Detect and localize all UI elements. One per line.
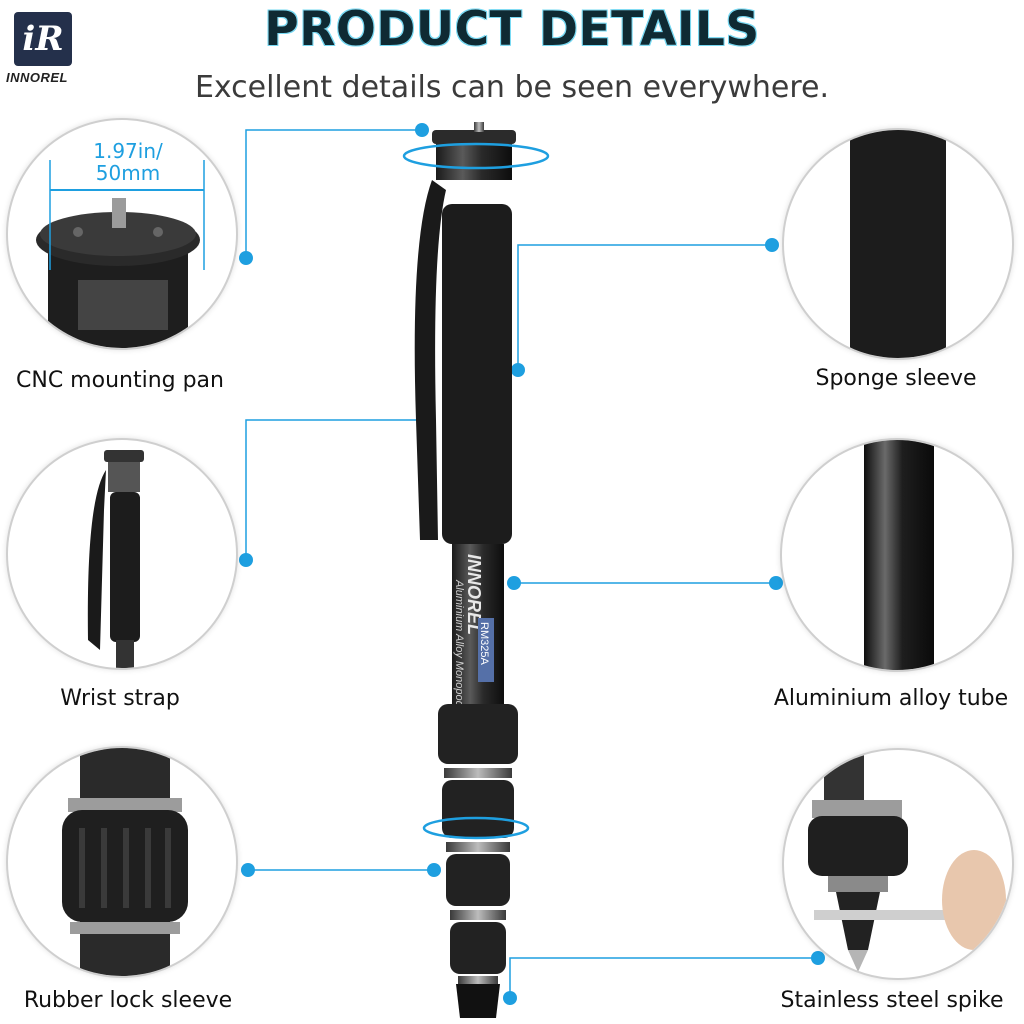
label-wrist-strap: Wrist strap [60, 686, 180, 711]
connector-dot [507, 576, 521, 590]
connector-dot [765, 238, 779, 252]
connector-dot [503, 991, 517, 1005]
mounting-pan-dimension: 1.97in/ 50mm [93, 139, 163, 185]
brand-name: INNOREL [6, 70, 68, 85]
brand-logo: iR [14, 12, 72, 66]
connector-wrist [245, 419, 428, 560]
detail-circle-stainless-steel-spike [782, 748, 1014, 980]
connector-dot [769, 576, 783, 590]
page-title: PRODUCT DETAILS [264, 2, 760, 57]
detail-circle-sponge-sleeve [782, 128, 1014, 360]
connector-sponge [517, 244, 772, 370]
detail-circle-rubber-lock-sleeve [6, 746, 238, 978]
connector-spike [509, 957, 818, 998]
connector-dot [511, 363, 525, 377]
label-cnc-mounting-pan: CNC mounting pan [16, 368, 224, 393]
connector-dot [427, 863, 441, 877]
label-sponge-sleeve: Sponge sleeve [815, 366, 977, 391]
monopod-tagline-print: Aluminium Alloy Monopod [453, 579, 465, 708]
connector-dot [415, 123, 429, 137]
detail-circle-aluminium-alloy-tube [780, 438, 1014, 672]
monopod-model-print: RM325A [478, 622, 490, 665]
connector-dot [239, 251, 253, 265]
label-stainless-steel-spike: Stainless steel spike [780, 988, 1004, 1013]
label-rubber-lock-sleeve: Rubber lock sleeve [23, 988, 233, 1013]
monopod-brand-print: INNOREL [464, 554, 484, 635]
connector-dot [241, 863, 255, 877]
brand-logo-mark: iR [22, 19, 64, 59]
detail-circle-wrist-strap [6, 438, 238, 670]
monopod-image: INNOREL Aluminium Alloy Monopod RM325A [402, 122, 550, 1018]
page-subtitle: Excellent details can be seen everywhere… [194, 70, 830, 105]
connector-dot [811, 951, 825, 965]
label-aluminium-alloy-tube: Aluminium alloy tube [773, 686, 1009, 711]
connector-dot [239, 553, 253, 567]
connector-cnc [245, 129, 422, 258]
detail-circle-cnc-mounting-pan: 1.97in/ 50mm [6, 118, 238, 350]
